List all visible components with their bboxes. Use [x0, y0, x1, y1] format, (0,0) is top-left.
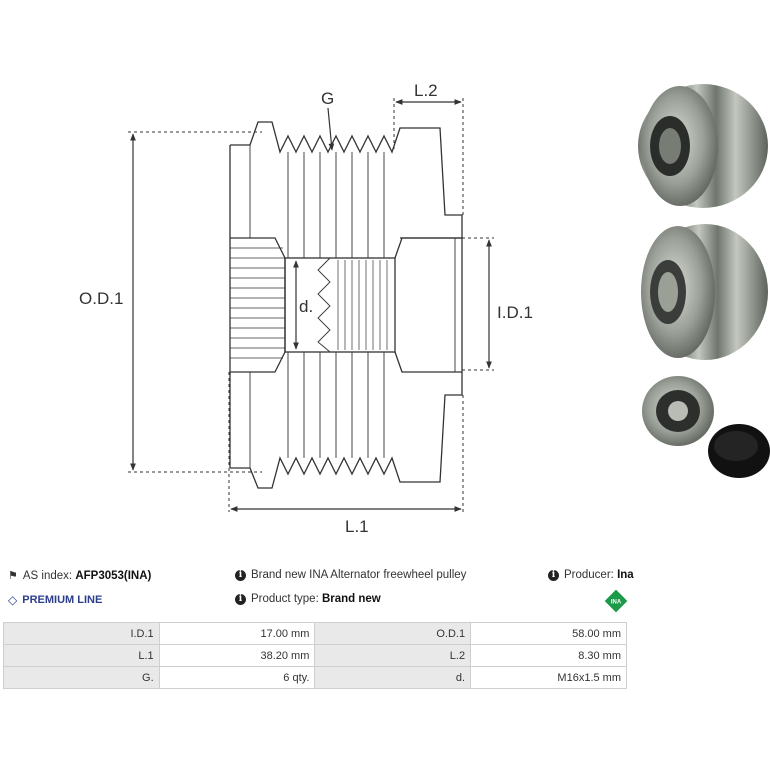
g-label: G — [321, 89, 334, 108]
info-icon: i — [548, 569, 559, 581]
producer-value: Ina — [617, 569, 634, 581]
spec-label: d. — [314, 666, 472, 689]
tag-icon: ⚑ — [8, 570, 18, 582]
as-index-row: ⚑ AS index: AFP3053(INA) — [8, 569, 152, 583]
description-row: i Brand new INA Alternator freewheel pul… — [235, 569, 466, 581]
as-index-label: AS index: — [22, 569, 73, 582]
spec-value: M16x1.5 mm — [470, 666, 627, 689]
pulley-photo-small-with-cap — [642, 376, 770, 478]
premium-line-label: PREMIUM LINE — [22, 594, 103, 606]
ina-logo: INA — [604, 589, 628, 613]
spec-label: L.2 — [314, 644, 472, 667]
id1-label: I.D.1 — [497, 303, 533, 322]
dimension-lines — [130, 99, 492, 512]
spec-table: I.D.1 17.00 mm O.D.1 58.00 mm L.1 38.20 … — [3, 622, 627, 689]
description-text: Brand new INA Alternator freewheel pulle… — [251, 569, 467, 581]
dimension-extension-lines — [128, 98, 494, 512]
info-icon: i — [235, 593, 246, 605]
table-row: L.1 38.20 mm L.2 8.30 mm — [3, 644, 627, 667]
l2-label: L.2 — [414, 81, 438, 100]
spec-label: L.1 — [3, 644, 160, 667]
table-row: G. 6 qty. d. M16x1.5 mm — [3, 666, 627, 689]
pulley-photo-angled — [638, 84, 768, 208]
d-label: d. — [299, 297, 313, 316]
producer-label: Producer: — [564, 569, 614, 581]
od1-label: O.D.1 — [79, 289, 123, 308]
spec-value: 38.20 mm — [158, 644, 316, 667]
pulley-cross-section — [229, 121, 463, 489]
spec-value: 8.30 mm — [470, 644, 627, 667]
spec-value: 6 qty. — [158, 666, 316, 689]
producer-row: i Producer: Ina — [548, 569, 634, 581]
ina-logo-text: INA — [611, 600, 622, 606]
as-index-value: AFP3053(INA) — [75, 569, 152, 582]
pulley-photo-front — [641, 224, 768, 360]
product-type-row: i Product type: Brand new — [235, 593, 381, 605]
pulley-technical-drawing: O.D.1 I.D.1 L.1 L.2 G d. — [79, 81, 770, 536]
product-type-label: Product type: — [251, 593, 319, 605]
spec-value: 58.00 mm — [470, 622, 627, 645]
info-icon: i — [235, 569, 246, 581]
product-type-value: Brand new — [321, 593, 381, 605]
spec-label: I.D.1 — [3, 622, 160, 645]
diamond-icon: ◇ — [8, 593, 18, 607]
spec-label: O.D.1 — [314, 622, 472, 645]
table-row: I.D.1 17.00 mm O.D.1 58.00 mm — [3, 622, 627, 645]
l1-label: L.1 — [345, 517, 369, 536]
spec-value: 17.00 mm — [158, 622, 316, 645]
spec-label: G. — [3, 666, 160, 689]
premium-line-row: ◇ PREMIUM LINE — [8, 593, 102, 607]
